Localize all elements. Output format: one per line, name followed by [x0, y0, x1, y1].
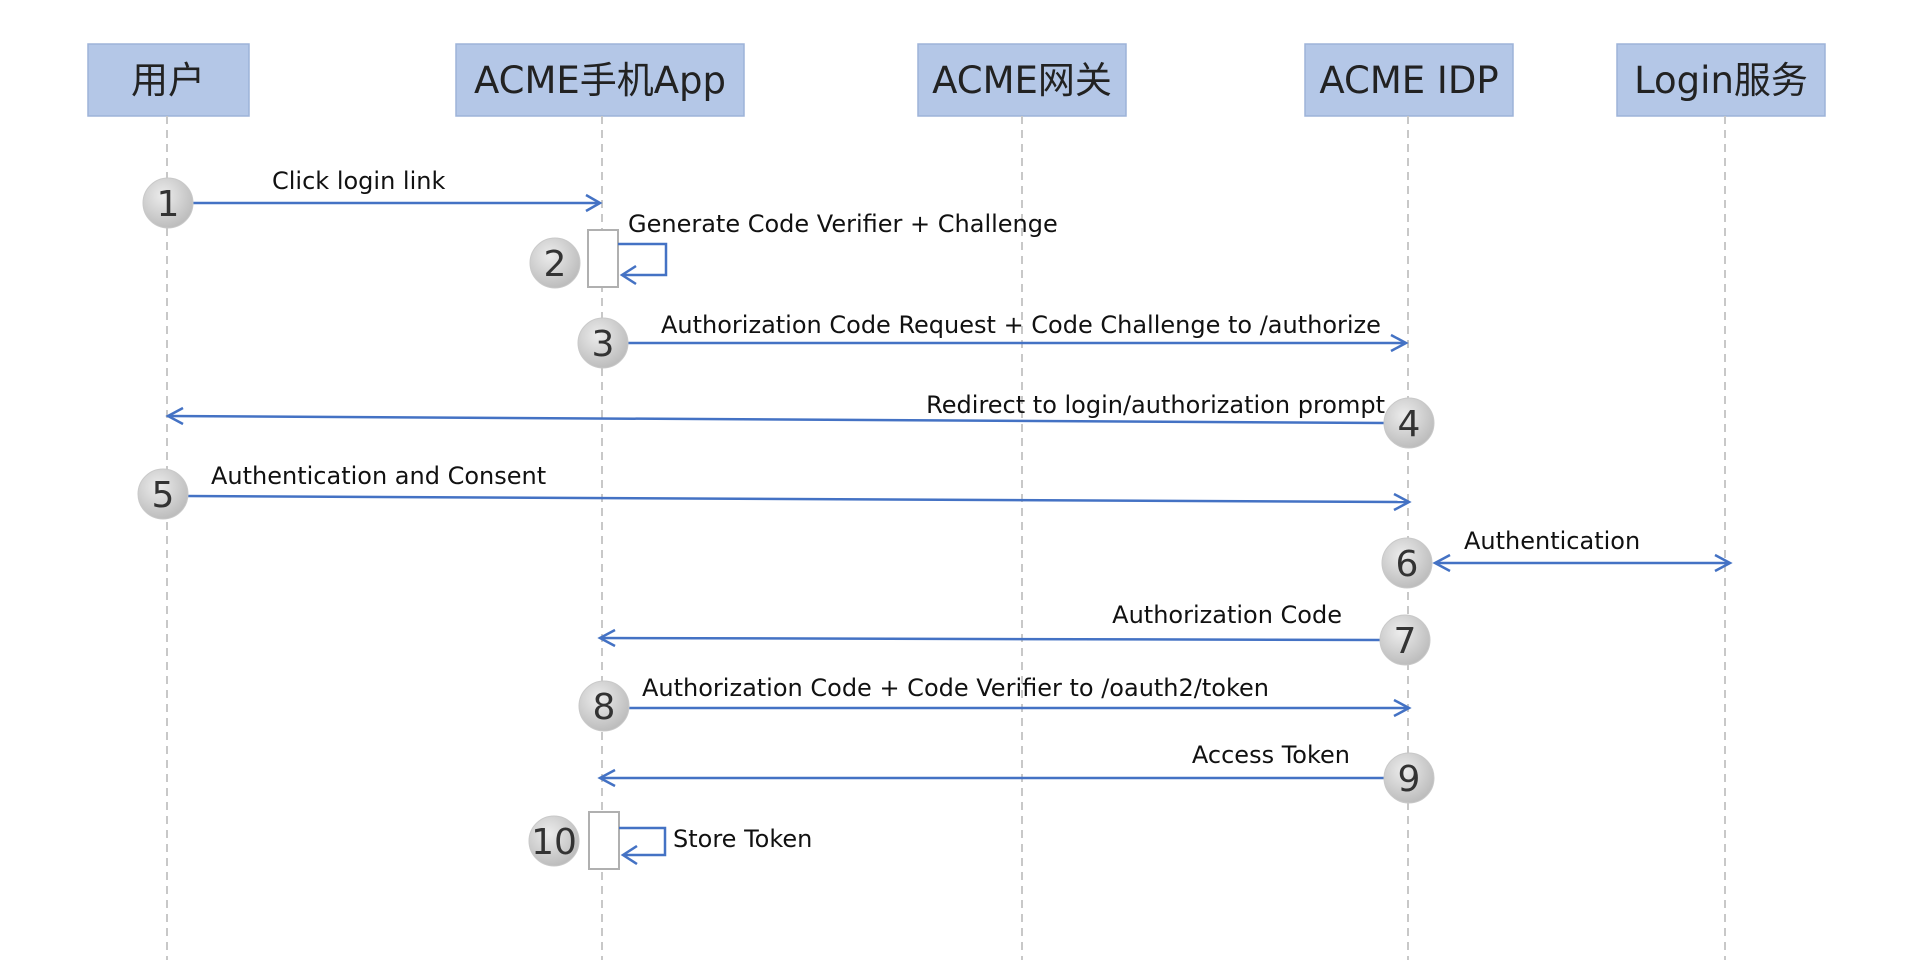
- step-badge: [1383, 397, 1435, 449]
- message-label: Authorization Code + Code Verifier to /o…: [642, 674, 1269, 702]
- step-number: 9: [1398, 759, 1421, 800]
- message-label: Authorization Code: [1112, 601, 1342, 629]
- step-number: 2: [544, 244, 567, 285]
- message-step-8: Authorization Code + Code Verifier to /o…: [578, 674, 1412, 732]
- message-step-7: Authorization Code 7: [597, 601, 1431, 666]
- participant-box: [455, 43, 745, 117]
- participant-box: [87, 43, 250, 117]
- arrowhead-icon: [1390, 333, 1409, 353]
- participant-user: 用户: [87, 43, 250, 960]
- message-step-6: Authentication 6: [1381, 527, 1733, 589]
- message-step-9: Access Token 9: [597, 741, 1435, 804]
- message-arrow: [185, 494, 1410, 504]
- arrowhead-icon: [1432, 553, 1451, 573]
- participant-label: ACME网关: [932, 59, 1112, 102]
- arrowhead-icon: [1714, 553, 1733, 573]
- step-badge: [529, 237, 581, 289]
- message-label: Authentication: [1464, 527, 1640, 555]
- participant-label: Login服务: [1634, 59, 1808, 102]
- participant-login: Login服务: [1616, 43, 1826, 960]
- message-label: Store Token: [673, 825, 812, 853]
- step-badge: [1379, 614, 1431, 666]
- message-arrow: [599, 636, 1383, 642]
- message-step-1: Click login link 1: [142, 167, 603, 229]
- message-label: Authorization Code Request + Code Challe…: [661, 311, 1381, 339]
- step-number: 7: [1394, 621, 1417, 662]
- step-number: 5: [152, 475, 175, 516]
- message-step-10: Store Token 10: [528, 811, 812, 870]
- participant-box: [1616, 43, 1826, 117]
- step-badge: [577, 317, 629, 369]
- step-number: 8: [593, 687, 616, 728]
- message-step-3: Authorization Code Request + Code Challe…: [577, 311, 1409, 369]
- arrowhead-icon: [620, 844, 638, 866]
- activation-bar: [588, 811, 620, 870]
- step-number: 1: [157, 184, 180, 225]
- message-arrow: [167, 414, 1386, 425]
- message-label: Click login link: [272, 167, 445, 195]
- arrowhead-icon: [165, 406, 184, 426]
- self-message-arrow: [618, 242, 668, 277]
- step-number: 4: [1398, 404, 1421, 445]
- self-message-arrow: [619, 826, 667, 857]
- participant-label: ACME IDP: [1319, 59, 1498, 102]
- message-step-4: Redirect to login/authorization prompt 4: [165, 391, 1435, 449]
- participant-idp: ACME IDP: [1304, 43, 1514, 960]
- activation-bar: [587, 229, 619, 288]
- message-step-2: Generate Code Verifier + Challenge 2: [529, 210, 1058, 289]
- step-badge: [137, 468, 189, 520]
- arrowhead-icon: [1393, 698, 1412, 718]
- participant-gateway: ACME网关: [917, 43, 1127, 960]
- message-label: Access Token: [1192, 741, 1350, 769]
- arrowhead-icon: [597, 768, 616, 788]
- participant-box: [917, 43, 1127, 117]
- step-number: 3: [592, 324, 615, 365]
- message-label: Generate Code Verifier + Challenge: [628, 210, 1058, 238]
- arrowhead-icon: [585, 193, 603, 213]
- step-badge: [528, 815, 580, 867]
- participant-label: 用户: [131, 59, 205, 102]
- message-label: Redirect to login/authorization prompt: [926, 391, 1385, 419]
- arrowhead-icon: [1393, 492, 1412, 512]
- step-number: 10: [531, 822, 577, 863]
- step-badge: [1383, 752, 1435, 804]
- step-number: 6: [1396, 544, 1419, 585]
- step-badge: [142, 177, 194, 229]
- message-label: Authentication and Consent: [211, 462, 546, 490]
- arrowhead-icon: [597, 628, 616, 648]
- step-badge: [578, 680, 630, 732]
- step-badge: [1381, 537, 1433, 589]
- message-step-5: Authentication and Consent 5: [137, 462, 1412, 520]
- arrowhead-icon: [619, 264, 637, 286]
- participant-label: ACME手机App: [474, 59, 726, 102]
